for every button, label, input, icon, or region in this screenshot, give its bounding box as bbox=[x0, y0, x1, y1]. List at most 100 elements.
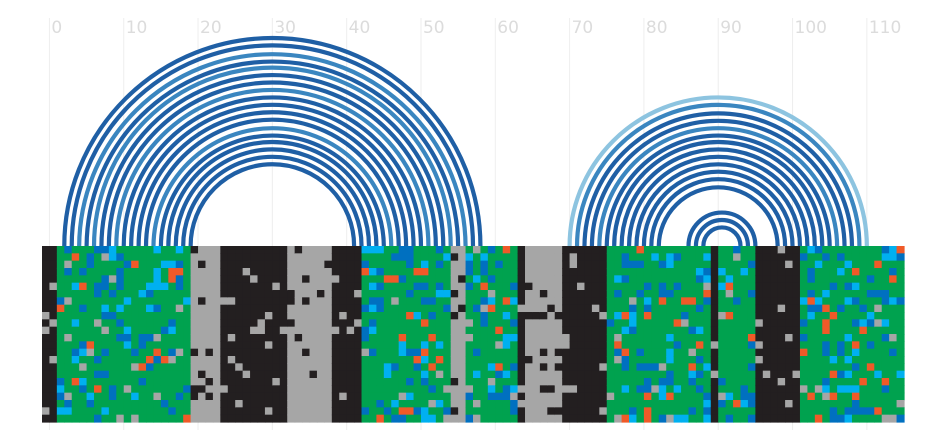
matrix-cell bbox=[406, 414, 415, 423]
matrix-cell bbox=[279, 312, 288, 320]
matrix-cell bbox=[792, 356, 801, 364]
matrix-cell bbox=[175, 400, 184, 408]
matrix-cell bbox=[138, 260, 147, 269]
matrix-cell bbox=[510, 319, 519, 328]
matrix-cell bbox=[79, 414, 88, 423]
matrix-cell bbox=[473, 407, 482, 416]
matrix-cell bbox=[49, 385, 58, 394]
matrix-cell bbox=[562, 407, 571, 416]
matrix-cell bbox=[502, 312, 511, 320]
matrix-cell bbox=[525, 319, 534, 328]
arc-link bbox=[619, 147, 817, 247]
matrix-cell bbox=[829, 304, 838, 313]
matrix-cell bbox=[153, 297, 162, 306]
matrix-cell bbox=[287, 312, 296, 320]
matrix-cell bbox=[666, 392, 675, 401]
matrix-cell bbox=[792, 363, 801, 372]
matrix-cell bbox=[108, 260, 117, 269]
matrix-cell bbox=[428, 348, 437, 357]
arc-link bbox=[693, 217, 751, 247]
matrix-cell bbox=[547, 370, 556, 379]
matrix-cell bbox=[532, 348, 541, 357]
matrix-cell bbox=[799, 356, 808, 364]
matrix-cell bbox=[651, 392, 660, 401]
matrix-cell bbox=[606, 385, 615, 394]
matrix-cell bbox=[94, 341, 103, 350]
matrix-cell bbox=[629, 407, 638, 416]
matrix-cell bbox=[94, 268, 103, 276]
matrix-cell bbox=[435, 253, 444, 262]
matrix-cell bbox=[584, 282, 593, 291]
matrix-cell bbox=[636, 363, 645, 372]
matrix-cell bbox=[383, 326, 392, 335]
matrix-cell bbox=[851, 260, 861, 269]
matrix-cell bbox=[473, 348, 482, 357]
matrix-cell bbox=[420, 341, 430, 350]
matrix-cell bbox=[198, 363, 207, 372]
matrix-cell bbox=[146, 304, 155, 313]
matrix-cell bbox=[309, 400, 318, 408]
matrix-cell bbox=[175, 282, 184, 291]
matrix-cell bbox=[881, 407, 890, 416]
matrix-cell bbox=[510, 370, 519, 379]
matrix-cell bbox=[220, 363, 229, 372]
matrix-cell bbox=[703, 275, 712, 284]
matrix-cell bbox=[116, 304, 125, 313]
matrix-cell bbox=[443, 260, 452, 269]
matrix-cell bbox=[851, 304, 861, 313]
matrix-cell bbox=[621, 253, 630, 262]
matrix-cell bbox=[138, 253, 147, 262]
matrix-cell bbox=[108, 297, 117, 306]
matrix-cell bbox=[123, 378, 132, 386]
matrix-cell bbox=[554, 341, 563, 350]
matrix-cell bbox=[539, 326, 548, 335]
matrix-cell bbox=[889, 260, 898, 269]
matrix-cell bbox=[517, 319, 526, 328]
matrix-cell bbox=[473, 246, 482, 254]
matrix-cell bbox=[770, 348, 779, 357]
matrix-cell bbox=[889, 268, 898, 276]
matrix-cell bbox=[725, 392, 734, 401]
matrix-cell bbox=[814, 253, 823, 262]
matrix-cell bbox=[837, 304, 846, 313]
matrix-cell bbox=[889, 341, 898, 350]
matrix-cell bbox=[532, 392, 541, 401]
matrix-cell bbox=[770, 392, 779, 401]
matrix-cell bbox=[517, 348, 526, 357]
matrix-cell bbox=[688, 414, 697, 423]
matrix-cell bbox=[591, 407, 600, 416]
matrix-cell bbox=[562, 260, 571, 269]
matrix-cell bbox=[465, 356, 474, 364]
matrix-cell bbox=[747, 326, 756, 335]
matrix-cell bbox=[86, 370, 95, 379]
matrix-cell bbox=[636, 341, 645, 350]
matrix-cell bbox=[302, 290, 311, 298]
matrix-cell bbox=[614, 297, 623, 306]
matrix-cell bbox=[205, 319, 214, 328]
matrix-cell bbox=[859, 414, 868, 423]
matrix-cell bbox=[108, 341, 117, 350]
matrix-cell bbox=[71, 268, 80, 276]
matrix-cell bbox=[56, 290, 65, 298]
matrix-cell bbox=[242, 297, 251, 306]
matrix-cell bbox=[346, 268, 355, 276]
matrix-cell bbox=[480, 370, 489, 379]
matrix-cell bbox=[242, 385, 251, 394]
matrix-cell bbox=[101, 370, 110, 379]
matrix-cell bbox=[443, 312, 452, 320]
matrix-cell bbox=[495, 341, 504, 350]
matrix-cell bbox=[212, 290, 221, 298]
matrix-cell bbox=[681, 319, 690, 328]
matrix-cell bbox=[279, 414, 288, 423]
matrix-cell bbox=[606, 334, 615, 342]
matrix-cell bbox=[762, 319, 771, 328]
matrix-cell bbox=[376, 414, 385, 423]
matrix-cell bbox=[398, 246, 407, 254]
matrix-cell bbox=[725, 363, 734, 372]
matrix-cell bbox=[629, 356, 638, 364]
matrix-cell bbox=[458, 268, 467, 276]
matrix-cell bbox=[562, 363, 571, 372]
matrix-cell bbox=[666, 341, 675, 350]
matrix-cell bbox=[770, 378, 779, 386]
matrix-cell bbox=[160, 385, 169, 394]
